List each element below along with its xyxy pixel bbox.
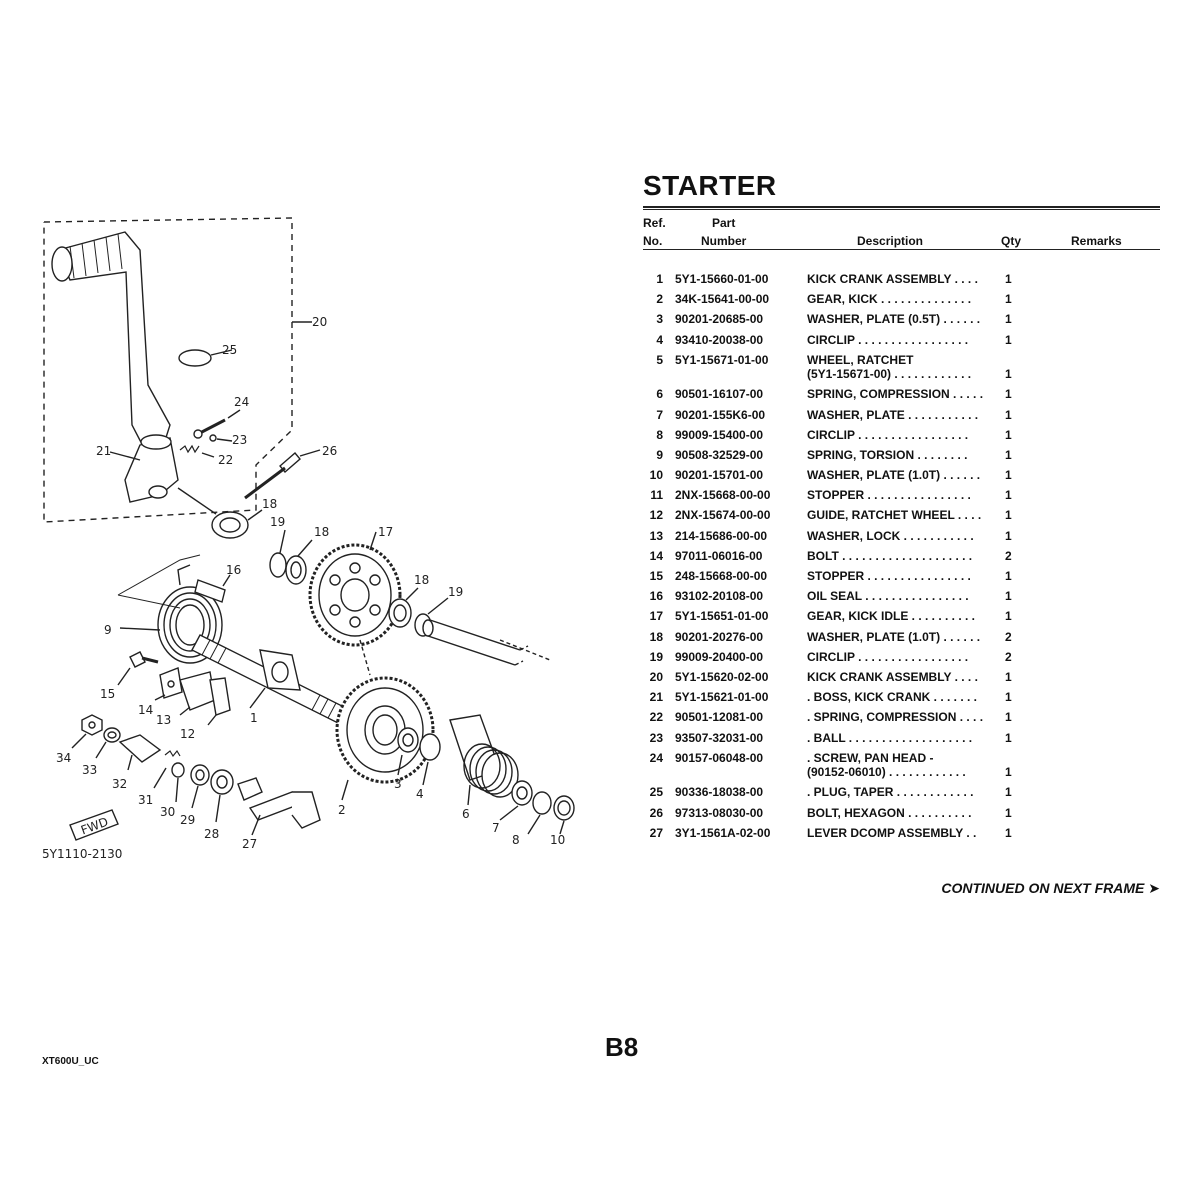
kick-lever — [57, 231, 171, 451]
callout-16: 18 — [262, 497, 277, 511]
callout-19b: 19 — [448, 585, 463, 599]
callout-22: 22 — [218, 453, 233, 467]
callout-11: 12 — [180, 727, 195, 741]
callout-13: 14 — [138, 703, 153, 717]
fwd-label: FWD — [79, 815, 110, 838]
compression-spring — [463, 743, 519, 798]
callout-2: 2 — [338, 803, 346, 817]
diagram-code: 5Y1110-2130 — [42, 847, 122, 861]
kick-idle-gear — [308, 543, 402, 647]
callout-15: 16 — [226, 563, 241, 577]
callout-30: 30 — [160, 805, 175, 819]
document-code: XT600U_UC — [42, 1056, 99, 1067]
col-ref-line1: Ref. — [643, 216, 666, 230]
callout-26: 26 — [322, 444, 337, 458]
callout-3: 3 — [394, 777, 402, 791]
callout-28: 28 — [204, 827, 219, 841]
callout-9: 9 — [104, 623, 112, 637]
assembly-20-dashed-box — [43, 217, 293, 523]
callout-31: 31 — [138, 793, 153, 807]
oil-seal — [211, 511, 249, 539]
callout-25: 25 — [222, 343, 237, 357]
callout-20: 20 — [312, 315, 327, 329]
callout-27: 27 — [242, 837, 257, 851]
kick-gear — [335, 676, 435, 784]
fwd-arrow-badge — [69, 809, 119, 841]
exploded-parts-diagram: FWD 5Y1110-2130 20 25 24 23 22 21 26 18 … — [42, 217, 575, 861]
callout-21: 21 — [96, 444, 111, 458]
page-number: B8 — [605, 1032, 639, 1062]
col-ref-line2: No. — [643, 234, 663, 248]
title-rule — [643, 206, 1160, 208]
callout-1: 1 — [250, 711, 258, 725]
callout-24: 24 — [234, 395, 249, 409]
callout-33: 33 — [82, 763, 97, 777]
callout-10: 10 — [550, 833, 565, 847]
col-description: Description — [857, 234, 924, 248]
header-rule — [643, 249, 1160, 250]
callout-29: 29 — [180, 813, 195, 827]
callout-8: 8 — [512, 833, 520, 847]
callout-23: 23 — [232, 433, 247, 447]
col-remarks: Remarks — [1071, 234, 1122, 248]
col-qty: Qty — [1001, 234, 1022, 248]
page-title: STARTER — [643, 170, 777, 201]
callout-34: 34 — [56, 751, 71, 765]
callout-17: 17 — [378, 525, 393, 539]
plug-taper — [178, 349, 212, 367]
callout-18b: 18 — [414, 573, 429, 587]
col-part-line2: Number — [701, 234, 747, 248]
callout-32: 32 — [112, 777, 127, 791]
callout-14: 15 — [100, 687, 115, 701]
callout-18a: 18 — [314, 525, 329, 539]
continued-note: CONTINUED ON NEXT FRAME ➤ — [941, 880, 1160, 896]
callout-6: 6 — [462, 807, 470, 821]
callout-12: 13 — [156, 713, 171, 727]
callout-4: 4 — [416, 787, 424, 801]
col-part-line1: Part — [712, 216, 736, 230]
callout-7: 7 — [492, 821, 500, 835]
title-rule-thin — [643, 209, 1160, 210]
callout-19a: 19 — [270, 515, 285, 529]
